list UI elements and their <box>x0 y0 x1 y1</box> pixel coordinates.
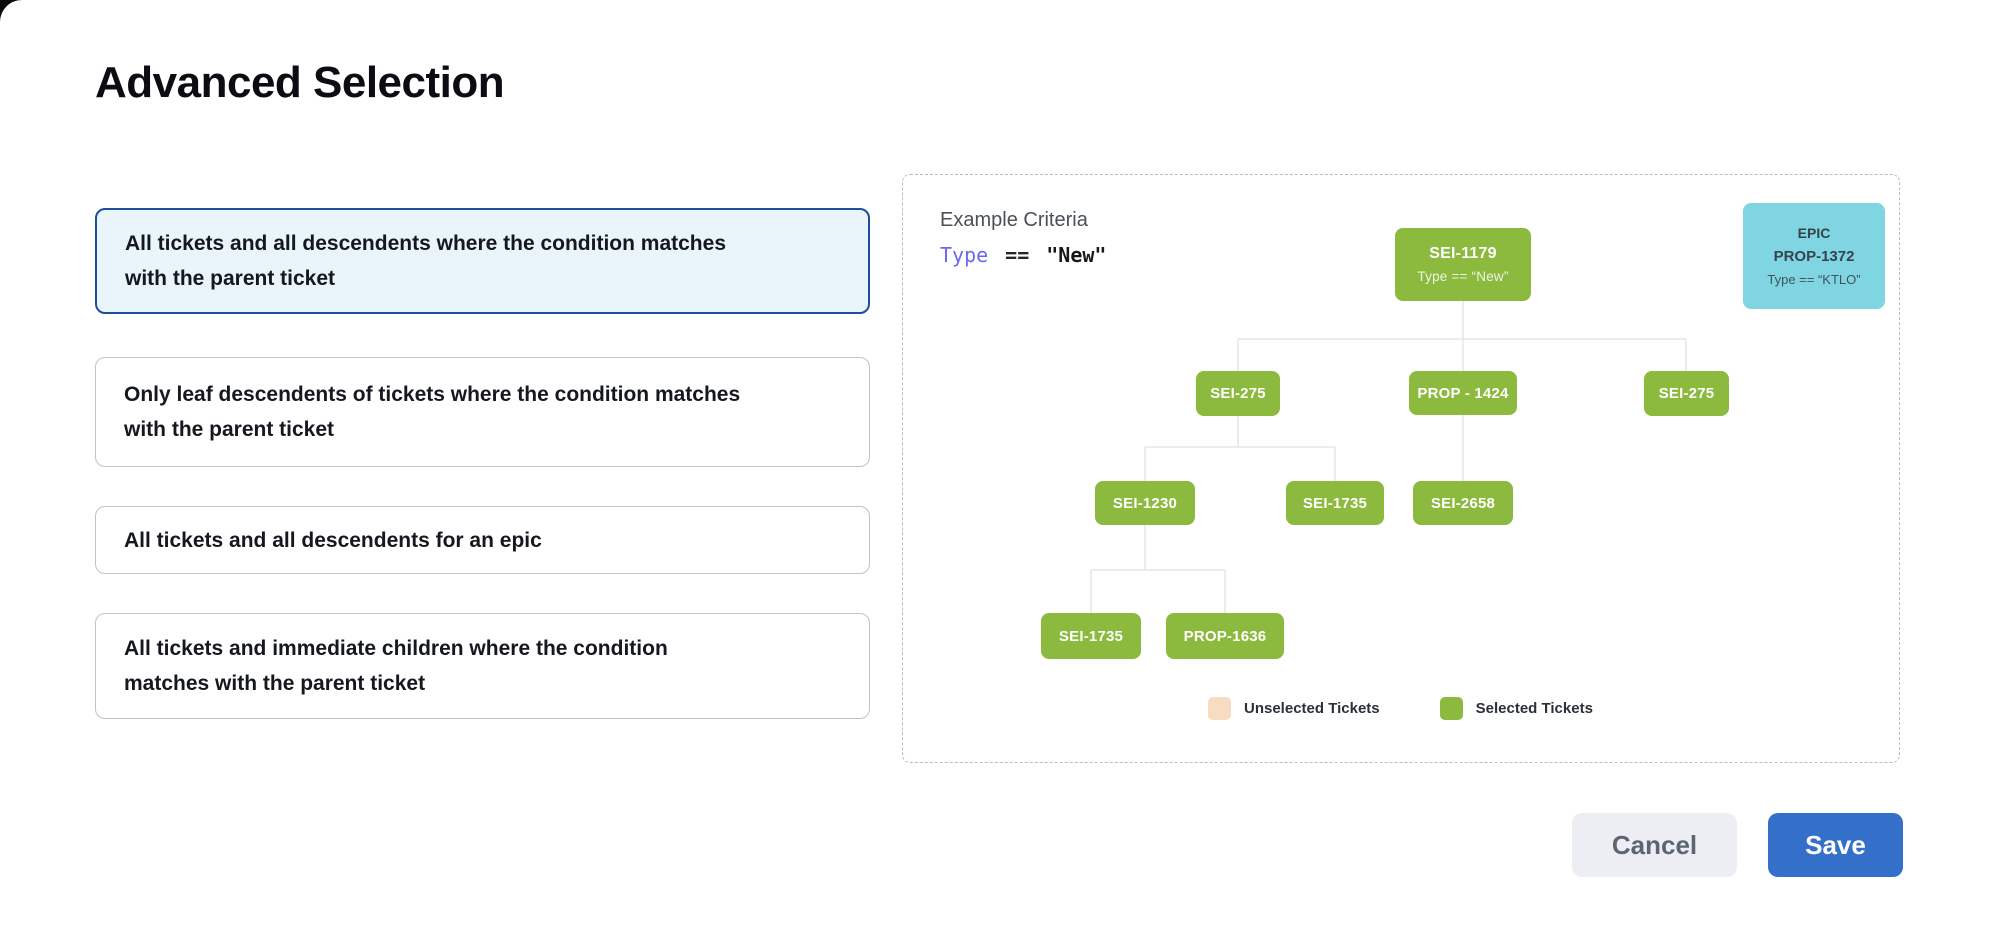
criteria-field: Type <box>940 243 989 267</box>
example-diagram-panel: Example Criteria Type == "New" EPIC PROP… <box>902 174 1900 763</box>
epic-id: PROP-1372 <box>1773 248 1855 265</box>
ticket-id: SEI-275 <box>1658 385 1715 402</box>
option-card-all-descendents-condition[interactable]: All tickets and all descendents where th… <box>95 208 870 314</box>
ticket-node: SEI-275 <box>1196 371 1280 416</box>
ticket-id: SEI-1230 <box>1112 494 1178 512</box>
unselected-tickets-swatch <box>1208 697 1231 720</box>
criteria-operator: == <box>1005 243 1030 267</box>
save-button[interactable]: Save <box>1768 813 1903 877</box>
ticket-id: SEI-2658 <box>1430 494 1496 512</box>
option-card-label: All tickets and all descendents for an e… <box>124 528 542 552</box>
example-criteria-expression: Type == "New" <box>940 243 1106 267</box>
cancel-button[interactable]: Cancel <box>1572 813 1737 877</box>
legend-item-selected: Selected Tickets <box>1439 697 1593 720</box>
legend-label: Selected Tickets <box>1475 700 1593 717</box>
ticket-node: PROP - 1424 <box>1409 371 1517 415</box>
ticket-node: SEI-1735 <box>1041 613 1141 659</box>
epic-card: EPIC PROP-1372 Type == “KTLO” <box>1743 203 1885 309</box>
option-card-label: All tickets and immediate children where… <box>124 637 668 695</box>
ticket-id: PROP - 1424 <box>1417 384 1509 402</box>
option-card-immediate-children-condition[interactable]: All tickets and immediate children where… <box>95 613 870 719</box>
ticket-node: SEI-1735 <box>1286 481 1384 525</box>
ticket-id: SEI-1735 <box>1058 627 1124 645</box>
ticket-condition: Type == “New” <box>1417 269 1509 284</box>
ticket-node: SEI-1230 <box>1095 481 1195 525</box>
option-card-label: All tickets and all descendents where th… <box>125 232 726 290</box>
legend: Unselected Tickets Selected Tickets <box>1208 697 1593 720</box>
epic-type-label: EPIC <box>1797 225 1831 241</box>
ticket-id: SEI-1179 <box>1429 245 1497 262</box>
legend-item-unselected: Unselected Tickets <box>1208 697 1380 720</box>
epic-condition: Type == “KTLO” <box>1767 272 1861 287</box>
example-criteria-heading: Example Criteria <box>940 209 1088 231</box>
ticket-node: SEI-275 <box>1644 371 1729 416</box>
ticket-id: SEI-275 <box>1210 385 1266 402</box>
ticket-node: SEI-2658 <box>1413 481 1513 525</box>
window-corner-artifact <box>0 0 22 22</box>
page-title: Advanced Selection <box>95 58 505 107</box>
ticket-id: SEI-1735 <box>1302 494 1368 512</box>
ticket-node-root: SEI-1179 Type == “New” <box>1395 228 1531 301</box>
ticket-id: PROP-1636 <box>1183 627 1267 645</box>
tree-connector-lines <box>1090 301 1687 613</box>
ticket-node: PROP-1636 <box>1166 613 1284 659</box>
option-card-all-descendents-epic[interactable]: All tickets and all descendents for an e… <box>95 506 870 574</box>
option-card-leaf-descendents-condition[interactable]: Only leaf descendents of tickets where t… <box>95 357 870 467</box>
criteria-value: "New" <box>1046 243 1107 267</box>
selected-tickets-swatch <box>1439 697 1463 720</box>
option-card-label: Only leaf descendents of tickets where t… <box>124 383 741 441</box>
legend-label: Unselected Tickets <box>1244 700 1380 717</box>
